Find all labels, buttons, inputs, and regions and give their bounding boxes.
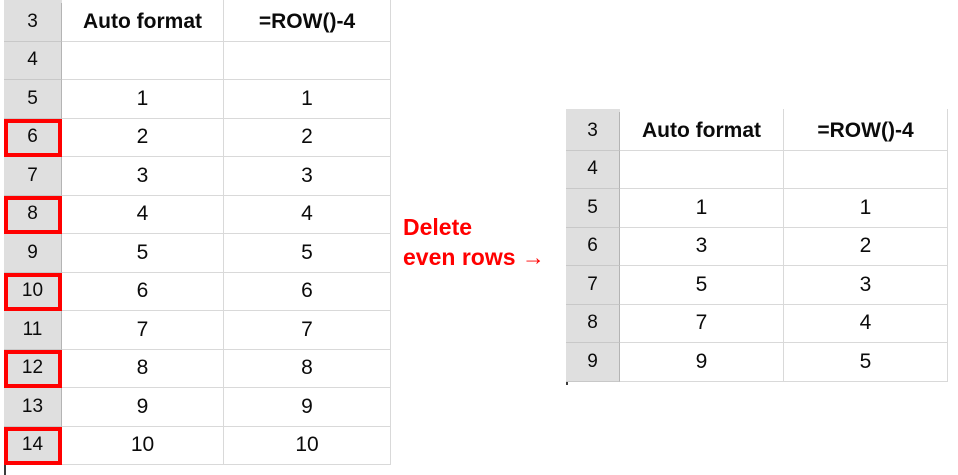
cell-row-formula[interactable]: 5	[784, 343, 948, 382]
cell-row-formula[interactable]: 3	[224, 157, 391, 196]
row-header-5[interactable]: 5	[4, 80, 62, 119]
row-header-3[interactable]: 3	[566, 112, 620, 151]
row-header-4[interactable]: 4	[566, 150, 620, 189]
cell-row-formula[interactable]: 5	[224, 234, 391, 273]
column-header-auto-format[interactable]: Auto format	[62, 3, 224, 42]
cell-row-formula[interactable]: 1	[784, 189, 948, 228]
row-header-7[interactable]: 7	[4, 157, 62, 196]
cell-auto-format[interactable]: 3	[62, 157, 224, 196]
cell-auto-format[interactable]: 6	[62, 272, 224, 311]
cell-row-formula[interactable]: 9	[224, 388, 391, 427]
cell-auto-format[interactable]: 7	[620, 304, 784, 343]
row-header-12[interactable]: 12	[4, 349, 62, 388]
row-header-9[interactable]: 9	[4, 234, 62, 273]
row-header-6[interactable]: 6	[4, 118, 62, 157]
row-header-7[interactable]: 7	[566, 266, 620, 305]
column-header-row-formula[interactable]: =ROW()-4	[224, 3, 391, 42]
table-row[interactable]: 4	[4, 41, 392, 80]
cell-row-formula[interactable]: 3	[784, 266, 948, 305]
cell-row-formula[interactable]: 4	[784, 304, 948, 343]
cell-auto-format[interactable]: 4	[62, 195, 224, 234]
annotation-line-2-with-arrow-icon: even rows →	[403, 244, 545, 270]
cell-auto-format[interactable]	[62, 41, 224, 80]
cell-row-formula[interactable]: 4	[224, 195, 391, 234]
cell-row-formula[interactable]: 8	[224, 349, 391, 388]
cell-row-formula[interactable]: 6	[224, 272, 391, 311]
annotation-line-1: Delete	[403, 214, 473, 240]
cell-row-formula[interactable]: 10	[224, 426, 391, 465]
clipped-row-above	[566, 109, 948, 112]
cell-auto-format[interactable]: 10	[62, 426, 224, 465]
cell-auto-format[interactable]: 2	[62, 118, 224, 157]
column-header-row-formula[interactable]: =ROW()-4	[784, 112, 948, 151]
cell-auto-format[interactable]: 3	[620, 227, 784, 266]
cell-auto-format[interactable]	[620, 150, 784, 189]
row-header-8[interactable]: 8	[4, 195, 62, 234]
cell-auto-format[interactable]: 5	[62, 234, 224, 273]
cell-auto-format[interactable]: 9	[620, 343, 784, 382]
row-header-10[interactable]: 10	[4, 272, 62, 311]
row-header-14[interactable]: 14	[4, 426, 62, 465]
cell-auto-format[interactable]: 1	[620, 189, 784, 228]
cell-row-formula[interactable]	[784, 150, 948, 189]
row-header-11[interactable]: 11	[4, 311, 62, 350]
cell-row-formula[interactable]: 2	[224, 118, 391, 157]
row-header-4[interactable]: 4	[4, 41, 62, 80]
cell-row-formula[interactable]: 7	[224, 311, 391, 350]
cell-row-formula[interactable]	[224, 41, 391, 80]
row-header-5[interactable]: 5	[566, 189, 620, 228]
table-row[interactable]: 4	[566, 150, 948, 189]
row-header-6[interactable]: 6	[566, 227, 620, 266]
cell-auto-format[interactable]: 7	[62, 311, 224, 350]
cell-auto-format[interactable]: 8	[62, 349, 224, 388]
row-header-8[interactable]: 8	[566, 304, 620, 343]
cell-auto-format[interactable]: 1	[62, 80, 224, 119]
row-header-13[interactable]: 13	[4, 388, 62, 427]
cell-auto-format[interactable]: 9	[62, 388, 224, 427]
row-header-9[interactable]: 9	[566, 343, 620, 382]
row-header-3[interactable]: 3	[4, 3, 62, 42]
cell-auto-format[interactable]: 5	[620, 266, 784, 305]
delete-even-rows-annotation: Delete even rows →	[403, 212, 545, 272]
clipped-row-above	[4, 0, 392, 3]
cell-row-formula[interactable]: 1	[224, 80, 391, 119]
cell-row-formula[interactable]: 2	[784, 227, 948, 266]
column-header-auto-format[interactable]: Auto format	[620, 112, 784, 151]
